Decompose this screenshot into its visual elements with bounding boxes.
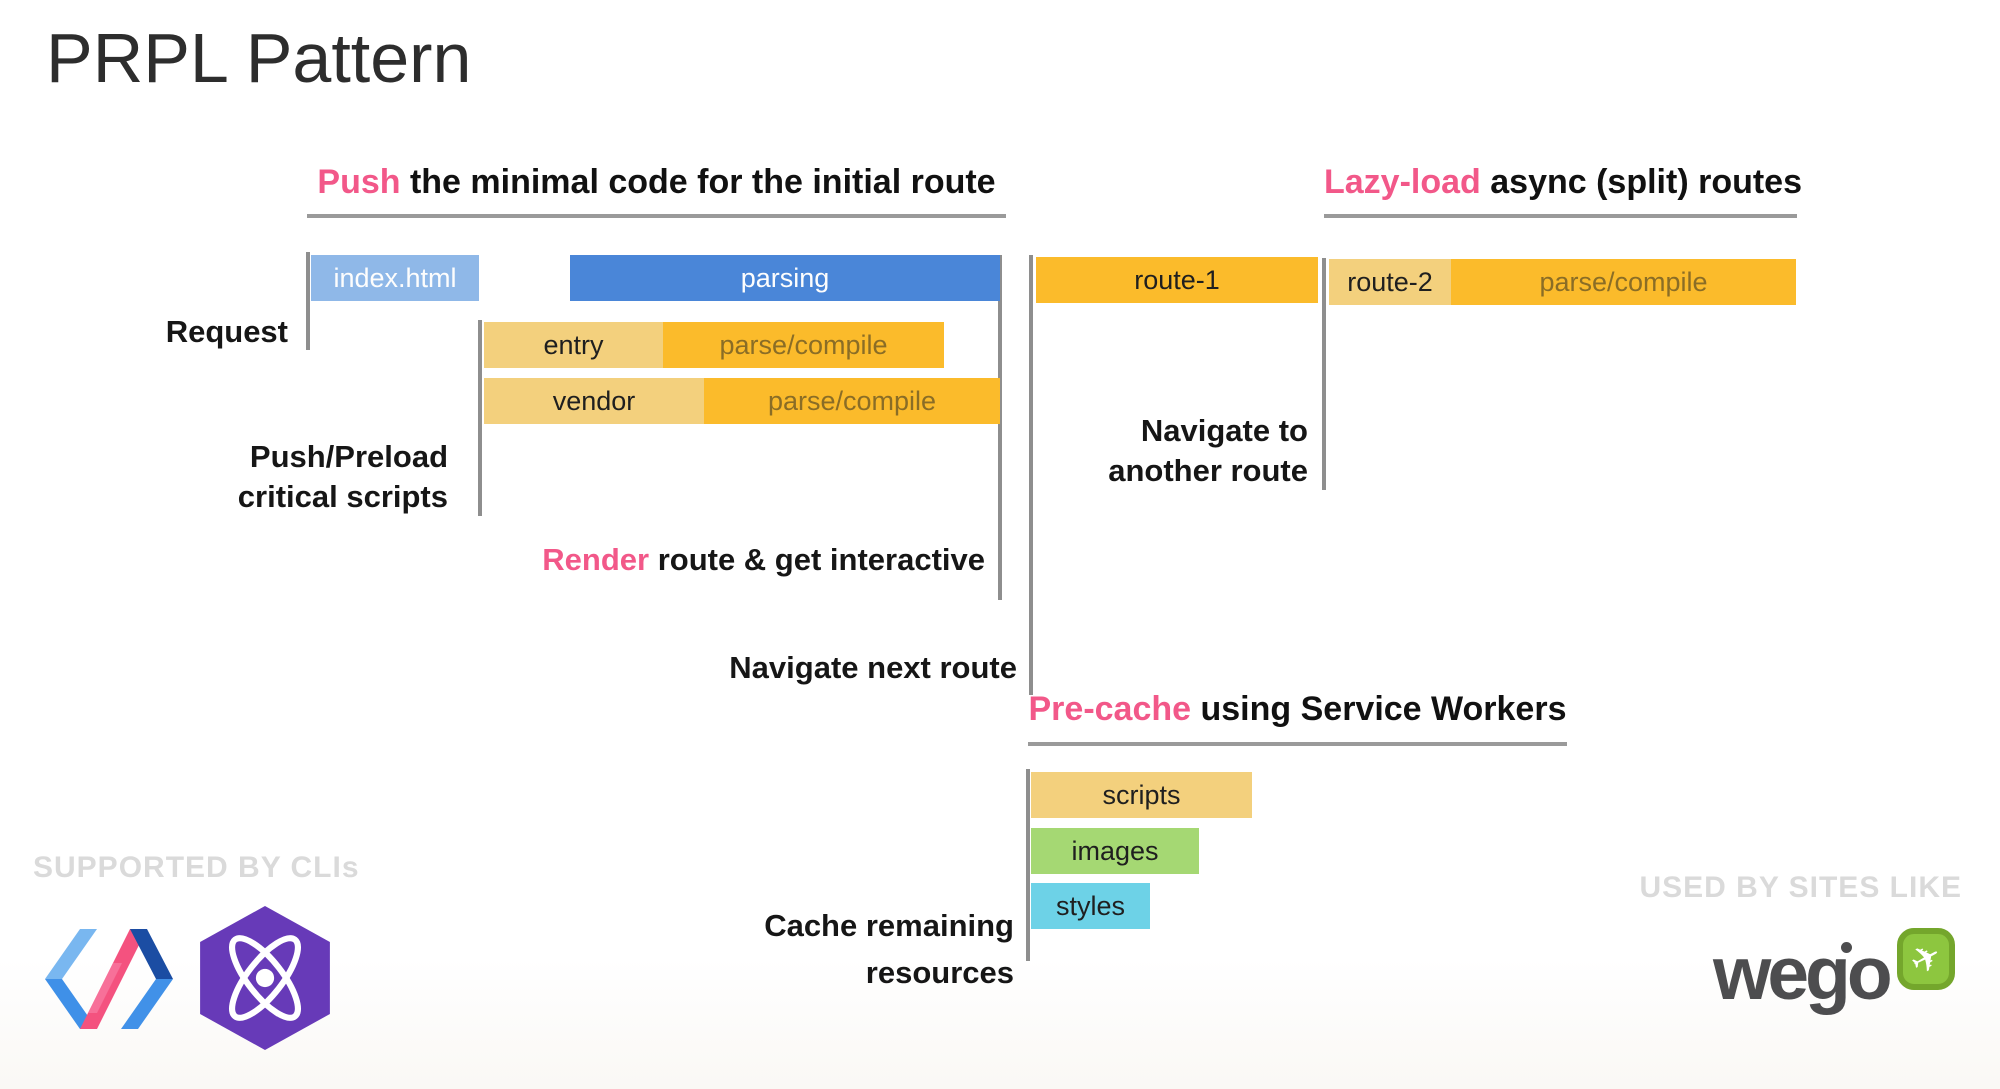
cache-remaining-label-line2: resources (865, 954, 1014, 990)
precache-heading-accent: Pre-cache (1028, 690, 1192, 728)
navigate-next-label: Navigate next route (729, 650, 1017, 685)
lazy-heading-rest: async (split) routes (1480, 163, 1803, 201)
push-heading-underline (307, 214, 1006, 218)
wego-icon-badge: ✈ (1897, 928, 1955, 990)
render-label-rest: route & get interactive (649, 542, 985, 577)
polymer-logo (35, 926, 175, 1037)
push-preload-label: Push/Preload critical scripts (148, 437, 448, 518)
navigate-another-label: Navigate to another route (1008, 411, 1308, 492)
request-label: Request (165, 314, 288, 349)
lazy-heading-accent: Lazy-load (1324, 163, 1481, 201)
wego-logo: wego ✈ (1705, 928, 1965, 1038)
bar-styles: styles (1031, 883, 1150, 929)
page-title: PRPL Pattern (46, 19, 472, 97)
render-label-accent: Render (542, 542, 650, 577)
push-preload-label-line1: Push/Preload (249, 439, 448, 474)
cache-remaining-label-line1: Cache remaining (764, 908, 1014, 943)
precache-heading-rest: using Service Workers (1191, 690, 1567, 728)
timeline-line-navigate-next (1029, 255, 1033, 695)
wego-g-dot (1841, 942, 1852, 953)
preact-icon (200, 906, 330, 1050)
push-preload-label-line2: critical scripts (237, 479, 448, 515)
segment-route-2-label: route-2 (1329, 259, 1451, 305)
segment-vendor-label: vendor (484, 378, 704, 424)
render-label: Render route & get interactive (385, 540, 985, 580)
airplane-icon: ✈ (1902, 933, 1949, 984)
lazy-heading-underline (1324, 214, 1797, 218)
push-heading-accent: Push (317, 163, 401, 201)
wego-wordmark: wego (1713, 931, 1893, 1015)
segment-vendor-parse-compile: parse/compile (704, 378, 1000, 424)
bar-images: images (1031, 828, 1199, 874)
bar-route-2: route-2 parse/compile (1329, 259, 1796, 305)
push-heading-rest: the minimal code for the initial route (400, 163, 996, 201)
timeline-line-push-preload (478, 320, 482, 516)
bar-index-html: index.html (311, 255, 479, 301)
supported-by-clis-caption: SUPPORTED BY CLIs (33, 851, 360, 884)
polymer-icon (45, 929, 173, 1029)
timeline-line-render (998, 255, 1002, 600)
bar-scripts: scripts (1031, 772, 1252, 818)
timeline-line-request (306, 252, 310, 350)
bar-route-1: route-1 (1036, 257, 1318, 303)
bar-entry: entry parse/compile (484, 322, 944, 368)
navigate-another-label-line1: Navigate to (1140, 413, 1308, 448)
bar-vendor: vendor parse/compile (484, 378, 1000, 424)
segment-entry-label: entry (484, 322, 663, 368)
precache-heading-underline (1028, 742, 1567, 746)
timeline-line-cache (1026, 769, 1030, 961)
segment-entry-parse-compile: parse/compile (663, 322, 944, 368)
pre-cache-section-heading: Pre-cache using Service Workers (1028, 690, 1567, 729)
preact-logo (200, 906, 330, 1055)
used-by-sites-caption: USED BY SITES LIKE (1639, 871, 1962, 904)
cache-remaining-label: Cache remaining resources (714, 903, 1014, 996)
bar-parsing: parsing (570, 255, 1000, 301)
push-section-heading: Push the minimal code for the initial ro… (307, 163, 1006, 202)
timeline-line-navigate-another (1322, 258, 1326, 490)
navigate-another-label-line2: another route (1108, 453, 1308, 489)
lazy-load-section-heading: Lazy-load async (split) routes (1324, 163, 1802, 202)
segment-route-2-parse-compile: parse/compile (1451, 259, 1796, 305)
